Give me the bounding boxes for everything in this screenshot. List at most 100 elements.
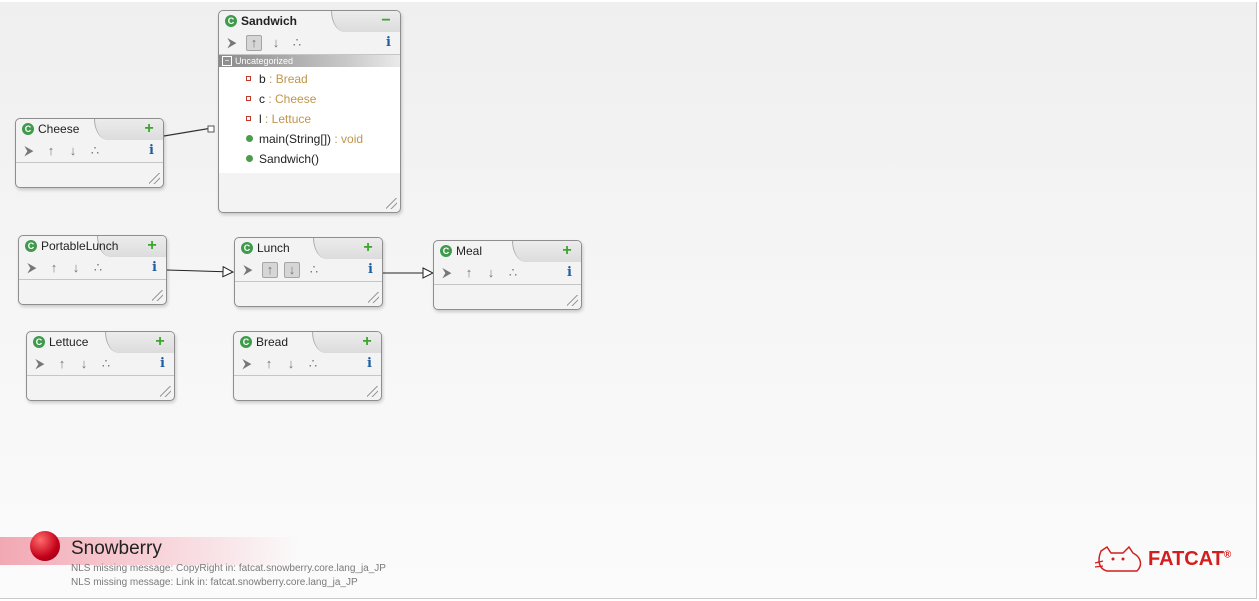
class-icon: C [22,123,34,135]
tag-icon[interactable]: ⮞ [442,265,452,280]
resize-grip-icon[interactable] [152,290,163,301]
class-toolbar: ⮞ ↑ ↓ ∴ i [235,259,382,282]
generalization-portablelunch-lunch [166,270,233,272]
nls-copyright-message: NLS missing message: CopyRight in: fatca… [71,563,386,574]
arrow-down-icon[interactable]: ↓ [284,262,300,278]
class-box-lettuce[interactable]: C Lettuce + ⮞ ↑ ↓ ∴ i [26,331,175,401]
arrow-down-icon[interactable]: ↓ [287,356,295,371]
registered-mark: ® [1223,549,1232,561]
arrow-up-icon[interactable]: ↑ [47,143,55,158]
arrow-up-icon[interactable]: ↑ [58,356,66,371]
plus-icon[interactable]: + [362,333,372,350]
class-box-sandwich[interactable]: C Sandwich − ⮞ ↑ ↓ ∴ i −Uncategorized b … [218,10,401,213]
class-box-lunch[interactable]: C Lunch + ⮞ ↑ ↓ ∴ i [234,237,383,307]
plus-icon[interactable]: + [562,242,572,259]
method-icon [246,135,253,142]
class-box-bread[interactable]: C Bread + ⮞ ↑ ↓ ∴ i [233,331,382,401]
info-icon[interactable]: i [567,265,572,280]
section-label: Uncategorized [235,56,294,66]
member-name: c [259,92,265,106]
arrow-up-icon[interactable]: ↑ [262,262,278,278]
class-toolbar: ⮞ ↑ ↓ ∴ i [19,257,166,280]
info-icon[interactable]: i [368,262,373,277]
class-name[interactable]: Sandwich [241,14,298,28]
plus-icon[interactable]: + [144,120,154,137]
info-icon[interactable]: i [367,356,372,371]
class-icon: C [240,336,252,348]
method-icon [246,155,253,162]
hierarchy-icon[interactable]: ∴ [90,143,100,158]
section-uncategorized[interactable]: −Uncategorized [219,55,400,67]
member-method-sandwich[interactable]: Sandwich() [219,149,400,169]
resize-grip-icon[interactable] [149,173,160,184]
class-icon: C [440,245,452,257]
class-name[interactable]: PortableLunch [41,239,119,253]
class-name[interactable]: Lunch [257,241,290,255]
field-icon [246,116,251,121]
tag-icon[interactable]: ⮞ [24,143,34,158]
tag-icon[interactable]: ⮞ [242,356,252,371]
plus-icon[interactable]: + [147,237,157,254]
class-box-meal[interactable]: C Meal + ⮞ ↑ ↓ ∴ i [433,240,582,310]
member-field-b[interactable]: b : Bread [219,69,400,89]
arrow-down-icon[interactable]: ↓ [72,260,80,275]
class-name[interactable]: Cheese [38,122,80,136]
info-icon[interactable]: i [386,35,391,50]
hierarchy-icon[interactable]: ∴ [101,356,111,371]
member-name: Sandwich() [259,152,320,166]
class-toolbar: ⮞ ↑ ↓ ∴ i [434,262,581,285]
info-icon[interactable]: i [152,260,157,275]
class-header: C Cheese + [16,119,163,140]
arrow-down-icon[interactable]: ↓ [487,265,495,280]
class-toolbar: ⮞ ↑ ↓ ∴ i [16,140,163,163]
arrow-down-icon[interactable]: ↓ [272,35,280,50]
class-header: C Sandwich − [219,11,400,32]
field-icon [246,96,251,101]
tag-icon[interactable]: ⮞ [27,260,37,275]
member-method-main[interactable]: main(String[]) : void [219,129,400,149]
hierarchy-icon[interactable]: ∴ [508,265,518,280]
hierarchy-icon[interactable]: ∴ [309,262,319,277]
arrow-up-icon[interactable]: ↑ [246,35,262,51]
fatcat-cat-logo-icon [1094,545,1142,572]
info-icon[interactable]: i [149,143,154,158]
tag-icon[interactable]: ⮞ [243,262,253,277]
member-field-c[interactable]: c : Cheese [219,89,400,109]
info-icon[interactable]: i [160,356,165,371]
resize-grip-icon[interactable] [386,198,397,209]
class-header: C Lunch + [235,238,382,259]
arrow-up-icon[interactable]: ↑ [50,260,58,275]
association-end-marker [207,125,215,133]
tag-icon[interactable]: ⮞ [35,356,45,371]
arrow-down-icon[interactable]: ↓ [80,356,88,371]
tag-icon[interactable]: ⮞ [227,35,237,50]
member-field-l[interactable]: l : Lettuce [219,109,400,129]
class-icon: C [33,336,45,348]
minus-icon[interactable]: − [381,12,391,29]
hierarchy-icon[interactable]: ∴ [93,260,103,275]
class-box-portablelunch[interactable]: C PortableLunch + ⮞ ↑ ↓ ∴ i [18,235,167,305]
resize-grip-icon[interactable] [160,386,171,397]
class-header: C Lettuce + [27,332,174,353]
class-toolbar: ⮞ ↑ ↓ ∴ i [234,353,381,376]
nls-link-message[interactable]: NLS missing message: Link in: fatcat.sno… [71,577,358,588]
arrow-up-icon[interactable]: ↑ [465,265,473,280]
resize-grip-icon[interactable] [368,292,379,303]
hierarchy-icon[interactable]: ∴ [292,35,302,50]
resize-grip-icon[interactable] [367,386,378,397]
class-name[interactable]: Bread [256,335,289,349]
arrow-up-icon[interactable]: ↑ [265,356,273,371]
member-list: b : Bread c : Cheese l : Lettuce main(St… [219,67,400,173]
resize-grip-icon[interactable] [567,295,578,306]
plus-icon[interactable]: + [155,333,165,350]
class-box-cheese[interactable]: C Cheese + ⮞ ↑ ↓ ∴ i [15,118,164,188]
hierarchy-icon[interactable]: ∴ [308,356,318,371]
arrow-down-icon[interactable]: ↓ [69,143,77,158]
class-header: C Bread + [234,332,381,353]
member-name: l [259,112,262,126]
class-name[interactable]: Meal [456,244,483,258]
collapse-section-icon[interactable]: − [222,56,232,66]
class-name[interactable]: Lettuce [49,335,89,349]
plus-icon[interactable]: + [363,239,373,256]
